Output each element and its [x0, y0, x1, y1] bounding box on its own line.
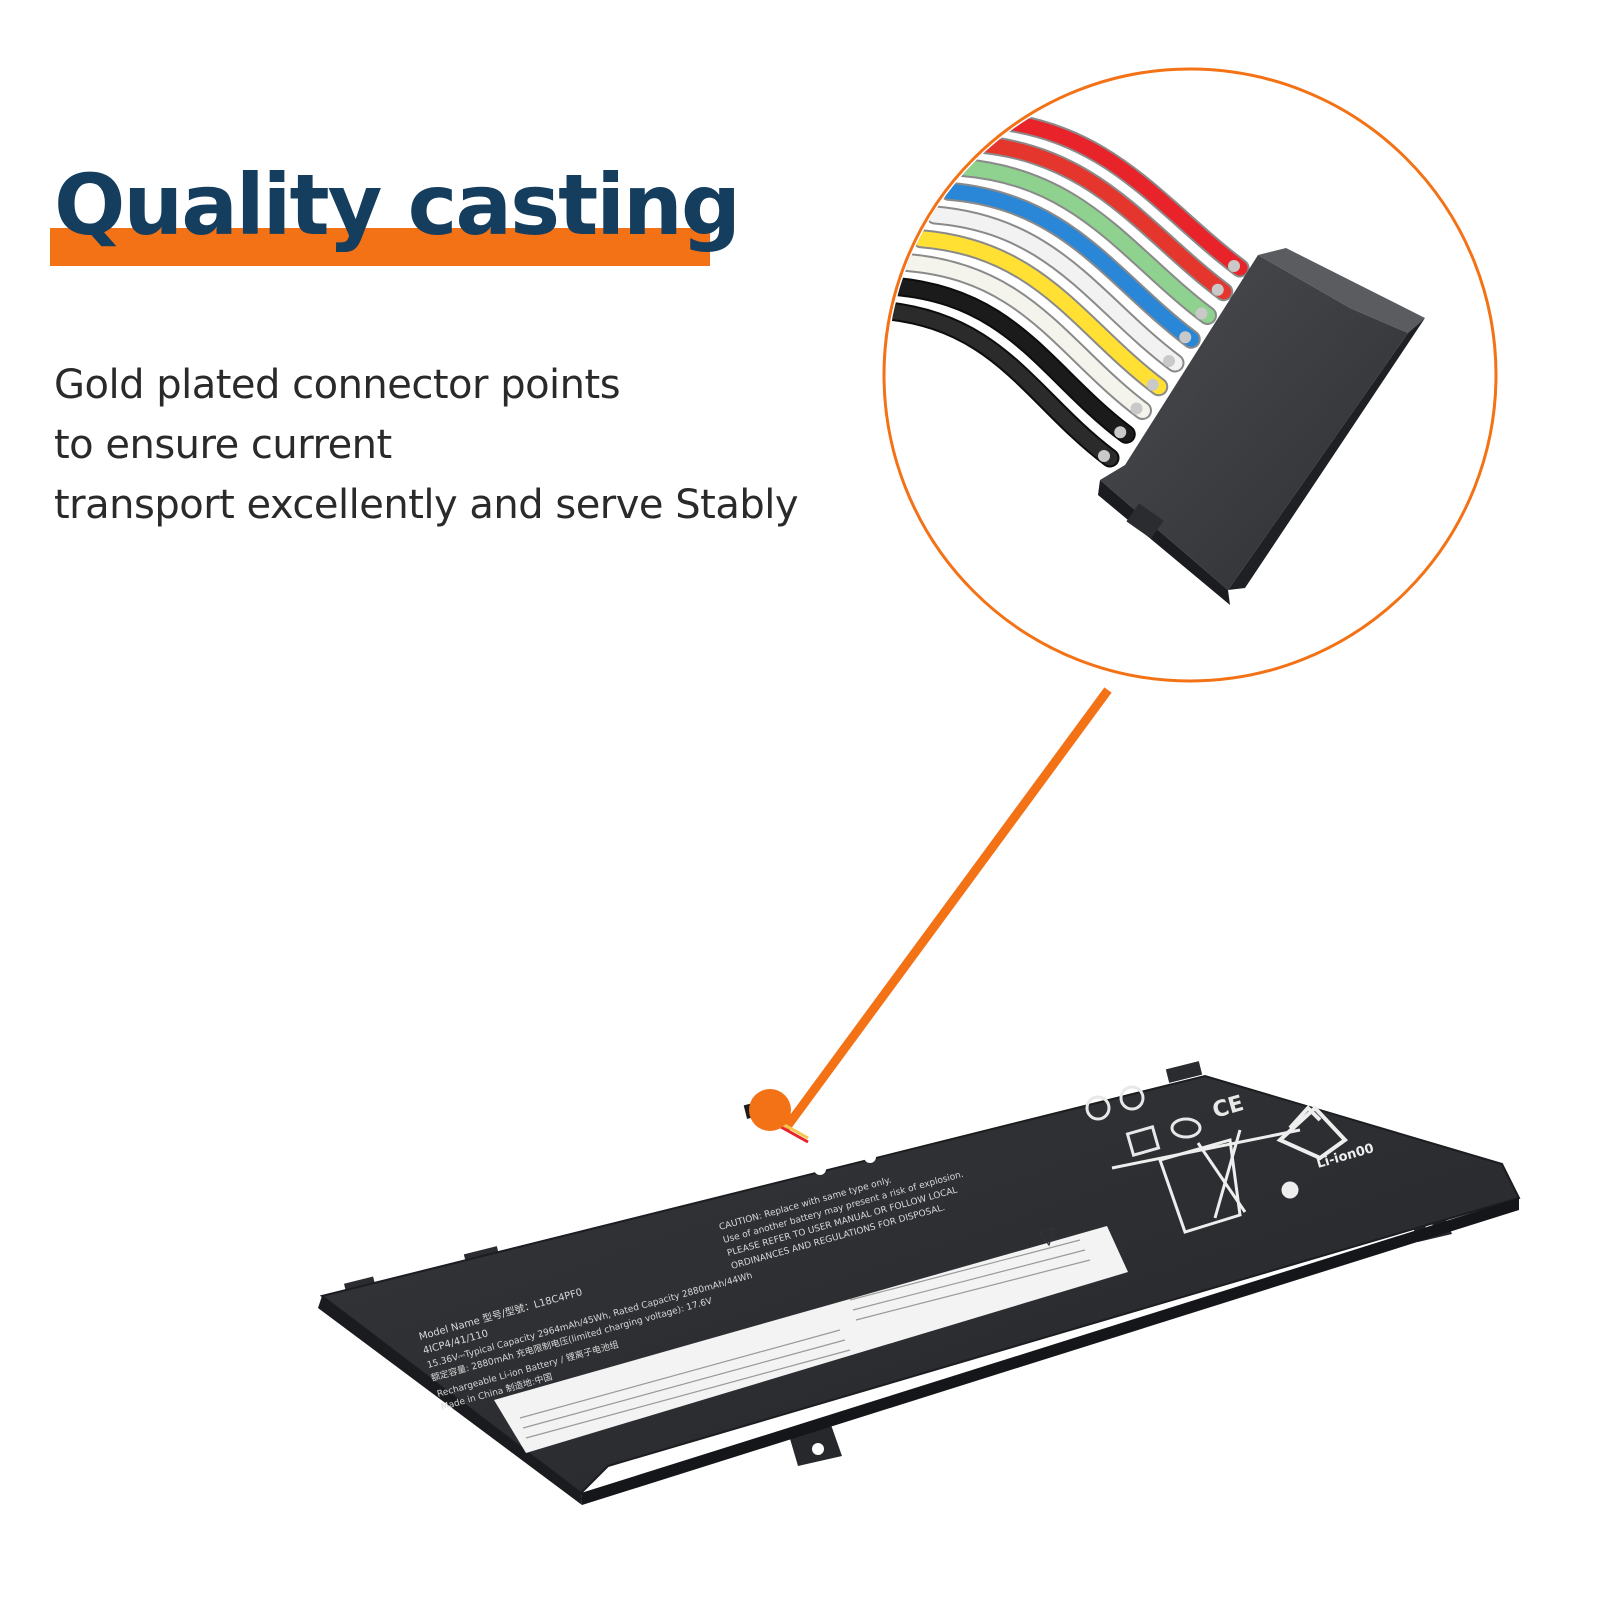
wire-contact [1130, 402, 1143, 415]
wire-contact [1228, 260, 1240, 272]
wire [927, 207, 1183, 371]
description-line-3: transport excellently and serve Stably [54, 482, 799, 528]
headline-underline [50, 228, 710, 266]
connector-plug [1098, 248, 1425, 605]
label-fine-print [519, 1239, 1091, 1439]
wire [887, 278, 1134, 442]
cert-icon-2 [1119, 1085, 1145, 1111]
description-line-2: to ensure current [54, 422, 392, 468]
battery-pack: Model Name 型号/型號：L18C4PF0 4ICP4/41/110 1… [318, 1061, 1521, 1505]
wire [968, 136, 1232, 300]
wire-contact [1146, 378, 1159, 391]
wire-contact [1114, 426, 1127, 439]
wire-contact [1211, 283, 1224, 296]
cert-box-icon [1125, 1124, 1161, 1158]
connector-closeup [887, 110, 1425, 605]
wire-contact [1098, 450, 1110, 462]
page-title: Quality casting [54, 156, 741, 254]
warning-label-white [494, 1226, 1128, 1453]
callout-line [782, 687, 1112, 1131]
headline-block: Quality casting [50, 150, 741, 270]
cert-icon-1 [1085, 1095, 1111, 1121]
connector-wires [887, 110, 1250, 468]
wire [941, 183, 1199, 347]
certification-marks [1085, 1085, 1202, 1158]
recycle-icon [1276, 1105, 1349, 1161]
wire-contact [1163, 355, 1175, 367]
wire [887, 302, 1118, 466]
crossed-bin-icon [1111, 1128, 1301, 1234]
wire-contact [1179, 331, 1192, 344]
wire [913, 231, 1167, 395]
connector-zoom-circle [882, 67, 1498, 683]
wire [955, 160, 1215, 323]
description: Gold plated connector points to ensure c… [54, 355, 799, 535]
wire [900, 255, 1150, 418]
wire-contact [1195, 307, 1208, 320]
callout-dot [749, 1089, 791, 1131]
wire [982, 112, 1248, 276]
cert-ellipse-icon [1170, 1117, 1202, 1139]
description-line-1: Gold plated connector points [54, 362, 621, 408]
